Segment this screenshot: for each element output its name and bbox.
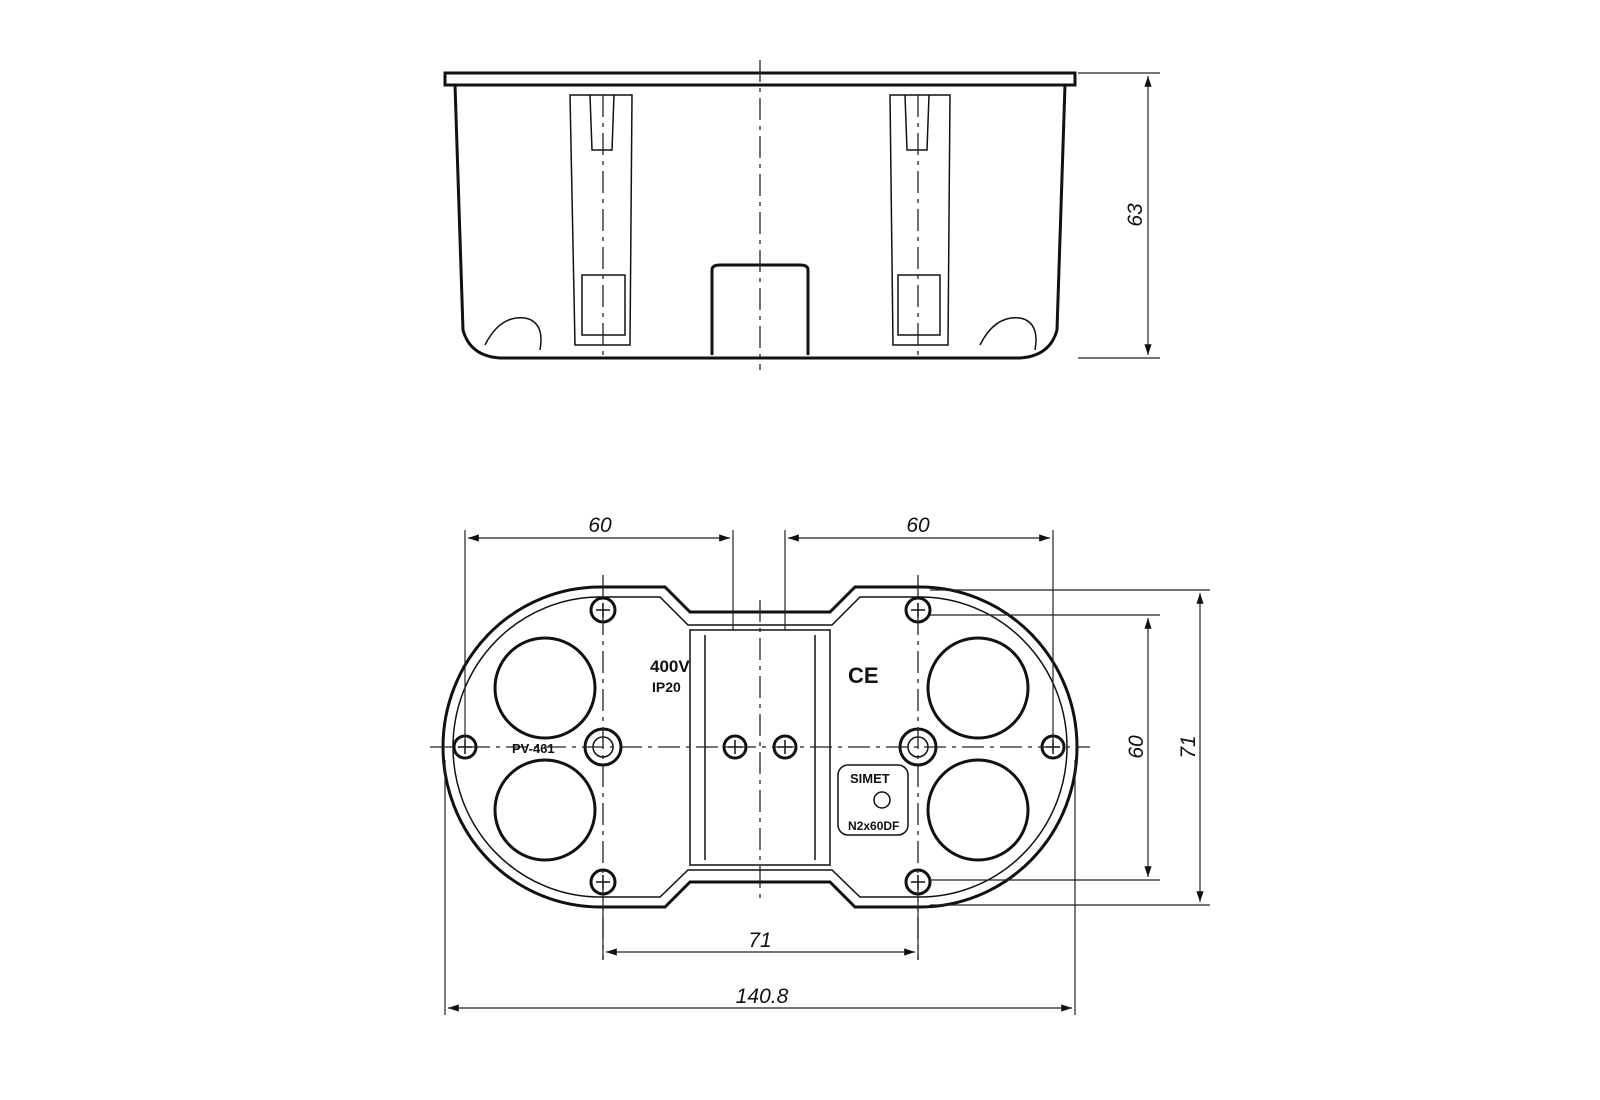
extension-lines <box>1078 72 1160 359</box>
outer-71-label: 71 <box>1177 735 1200 758</box>
extension-lines <box>444 530 1210 1015</box>
knockouts <box>493 636 1030 862</box>
channel-slots <box>589 94 930 151</box>
brand-marking: SIMET <box>850 771 890 786</box>
ce-marking: CE <box>848 663 879 688</box>
screw-channels <box>569 94 951 346</box>
height-label: 63 <box>1124 203 1147 227</box>
side-view: 63 <box>443 60 1160 370</box>
model-marking: PV-461 <box>512 741 555 756</box>
side-knockouts <box>484 317 1037 351</box>
code-marking: N2x60DF <box>848 819 899 833</box>
voltage-marking: 400V <box>650 657 690 676</box>
left-60-label: 60 <box>588 514 612 537</box>
total-label: 140.8 <box>736 985 789 1008</box>
inner-outline <box>452 596 1068 898</box>
ip-marking: IP20 <box>652 679 681 695</box>
center-71-label: 71 <box>748 929 771 952</box>
inner-60-label: 60 <box>1125 735 1148 759</box>
outer-outline <box>441 585 1079 909</box>
channel-feet <box>581 274 941 336</box>
right-60-label: 60 <box>906 514 930 537</box>
brand-plate <box>837 764 909 836</box>
plate-circle <box>873 791 891 809</box>
top-view: 400V IP20 PV-461 CE SIMET N2x60DF 60 60 … <box>430 514 1210 1015</box>
